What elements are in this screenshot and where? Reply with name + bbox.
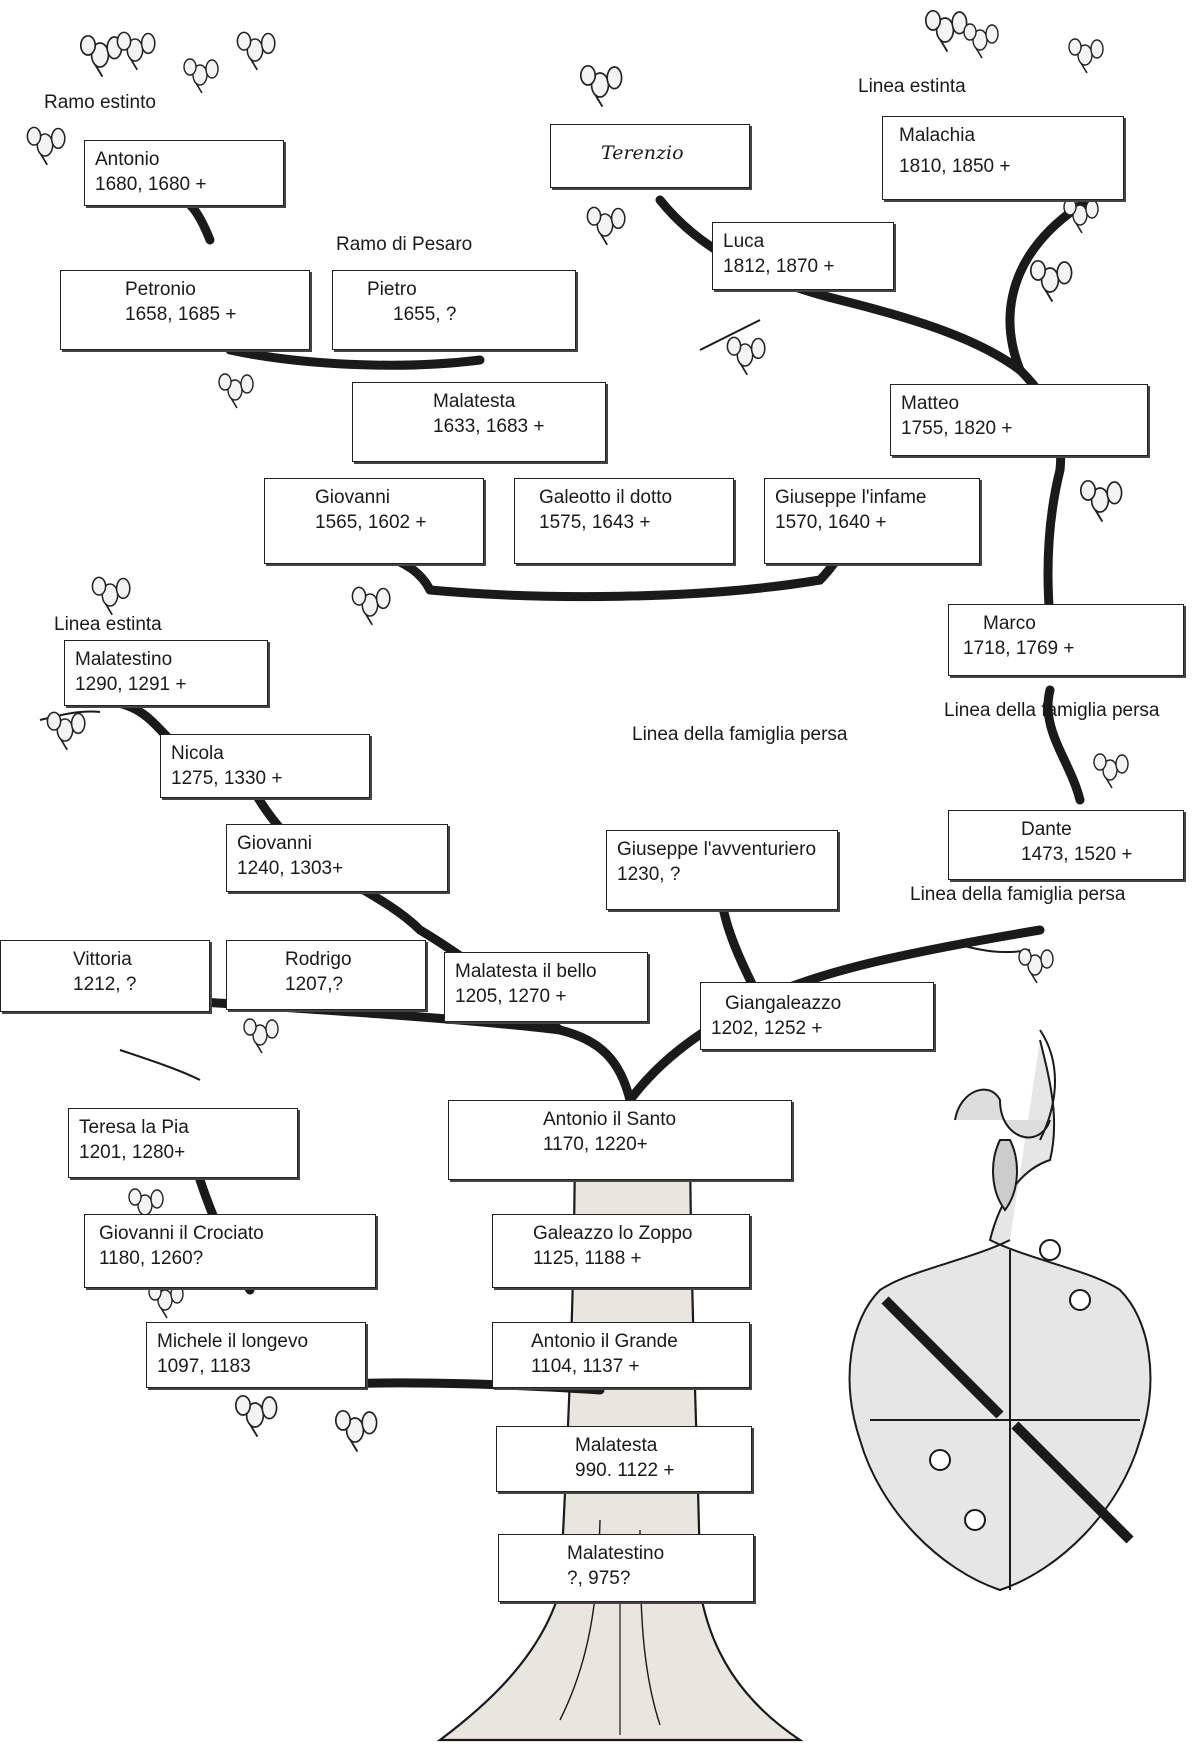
member-name: Galeotto il dotto: [539, 487, 673, 508]
member-name: Giangaleazzo: [725, 993, 842, 1014]
member-name: Nicola: [171, 743, 224, 764]
member-box-pietro: Pietro 1655, ?: [332, 270, 576, 350]
label-linea-persa-3: Linea della famiglia persa: [910, 884, 1126, 905]
member-dates: 1473, 1520 +: [1021, 844, 1133, 865]
member-name: Giovanni: [315, 487, 390, 508]
label-linea-persa-2: Linea della famiglia persa: [632, 724, 848, 745]
member-name: Antonio: [95, 149, 160, 170]
member-name: Terenzio: [601, 142, 684, 164]
member-box-galeotto: Galeotto il dotto 1575, 1643 +: [514, 478, 734, 564]
member-box-antonio: Antonio 1680, 1680 +: [84, 140, 284, 206]
member-dates: 1170, 1220+: [543, 1134, 648, 1155]
member-box-malatesta-1633: Malatesta 1633, 1683 +: [352, 382, 606, 462]
member-name: Michele il longevo: [157, 1331, 309, 1352]
member-dates: 1655, ?: [393, 304, 457, 325]
member-dates: 1097, 1183: [157, 1356, 251, 1377]
member-dates: 1240, 1303+: [237, 858, 344, 879]
member-box-matteo: Matteo 1755, 1820 +: [890, 384, 1148, 456]
member-dates: 1810, 1850 +: [899, 156, 1011, 177]
member-dates: 1180, 1260?: [99, 1248, 204, 1269]
member-dates: 1212, ?: [73, 974, 137, 995]
label-ramo-estinto: Ramo estinto: [44, 92, 156, 113]
member-name: Giuseppe l'infame: [775, 487, 927, 508]
coat-of-arms: [848, 1029, 1152, 1592]
member-dates: 1125, 1188 +: [533, 1248, 642, 1269]
member-dates: 1104, 1137 +: [531, 1356, 640, 1377]
member-name: Giovanni: [237, 833, 312, 854]
member-name: Vittoria: [73, 949, 132, 970]
member-name: Pietro: [367, 279, 417, 300]
member-box-malachia: Malachia 1810, 1850 +: [882, 116, 1124, 200]
member-dates: 1570, 1640 +: [775, 512, 887, 533]
member-name: Antonio il Santo: [543, 1109, 677, 1130]
member-box-antonio-grande: Antonio il Grande 1104, 1137 +: [492, 1322, 750, 1388]
member-name: Malatesta: [433, 391, 516, 412]
member-box-giuseppe-infame: Giuseppe l'infame 1570, 1640 +: [764, 478, 980, 564]
member-name: Matteo: [901, 393, 960, 414]
member-box-malatestino-root: Malatestino ?, 975?: [498, 1534, 754, 1602]
label-ramo-di-pesaro: Ramo di Pesaro: [336, 234, 473, 255]
member-box-nicola: Nicola 1275, 1330 +: [160, 734, 370, 798]
member-box-giovanni-crociato: Giovanni il Crociato 1180, 1260?: [84, 1214, 376, 1288]
member-name: Giuseppe l'avventuriero 1230, ?: [617, 839, 817, 885]
member-name: Dante: [1021, 819, 1072, 840]
member-dates: 1658, 1685 +: [125, 304, 237, 325]
member-dates: 1755, 1820 +: [901, 418, 1013, 439]
member-box-dante: Dante 1473, 1520 +: [948, 810, 1184, 880]
member-dates: 1633, 1683 +: [433, 416, 545, 437]
member-box-rodrigo: Rodrigo 1207,?: [226, 940, 426, 1010]
member-dates: 1812, 1870 +: [723, 256, 835, 277]
member-name: Malatesta il bello: [455, 961, 597, 982]
member-box-malatestino-1290: Malatestino 1290, 1291 +: [64, 640, 268, 706]
member-name: Malachia: [899, 125, 976, 146]
member-box-luca: Luca 1812, 1870 +: [712, 222, 894, 290]
member-name: Malatestino: [75, 649, 173, 670]
member-box-teresa: Teresa la Pia 1201, 1280+: [68, 1108, 298, 1178]
member-name: Teresa la Pia: [79, 1117, 189, 1138]
label-linea-estinta-top: Linea estinta: [858, 76, 966, 97]
member-box-marco: Marco 1718, 1769 +: [948, 604, 1184, 676]
member-name: Malatesta: [575, 1435, 658, 1456]
member-box-malatesta-990: Malatesta 990. 1122 +: [496, 1426, 752, 1492]
member-dates: 1202, 1252 +: [711, 1018, 823, 1039]
member-box-terenzio: Terenzio: [550, 124, 750, 188]
member-name: Antonio il Grande: [531, 1331, 678, 1352]
member-name: Luca: [723, 231, 765, 252]
member-dates: ?, 975?: [567, 1568, 631, 1589]
member-dates: 1290, 1291 +: [75, 674, 187, 695]
member-name: Giovanni il Crociato: [99, 1223, 264, 1244]
member-dates: 1680, 1680 +: [95, 174, 207, 195]
member-box-vittoria: Vittoria 1212, ?: [0, 940, 210, 1012]
member-name: Galeazzo lo Zoppo: [533, 1223, 693, 1244]
member-dates: 1207,?: [285, 974, 344, 995]
member-name: Rodrigo: [285, 949, 352, 970]
member-box-giuseppe-avventuriero: Giuseppe l'avventuriero 1230, ?: [606, 830, 838, 910]
member-box-michele: Michele il longevo 1097, 1183: [146, 1322, 366, 1388]
member-box-antonio-santo: Antonio il Santo 1170, 1220+: [448, 1100, 792, 1180]
member-name: Marco: [983, 613, 1036, 634]
member-dates: 1205, 1270 +: [455, 986, 567, 1007]
member-box-giangaleazzo: Giangaleazzo 1202, 1252 +: [700, 982, 934, 1050]
member-box-giovanni-1240: Giovanni 1240, 1303+: [226, 824, 448, 892]
label-linea-estinta-left: Linea estinta: [54, 614, 162, 635]
member-box-galeazzo: Galeazzo lo Zoppo 1125, 1188 +: [492, 1214, 750, 1288]
member-dates: 990. 1122 +: [575, 1460, 675, 1481]
label-linea-persa-1: Linea della famiglia persa: [944, 700, 1160, 721]
member-dates: 1718, 1769 +: [963, 638, 1075, 659]
member-dates: 1575, 1643 +: [539, 512, 651, 533]
member-dates: 1275, 1330 +: [171, 768, 283, 789]
member-box-petronio: Petronio 1658, 1685 +: [60, 270, 310, 350]
member-box-giovanni-1565: Giovanni 1565, 1602 +: [264, 478, 484, 564]
member-box-malatesta-bello: Malatesta il bello 1205, 1270 +: [444, 952, 648, 1022]
member-name: Malatestino: [567, 1543, 665, 1564]
member-dates: 1565, 1602 +: [315, 512, 427, 533]
member-name: Petronio: [125, 279, 196, 300]
member-dates: 1201, 1280+: [79, 1142, 186, 1163]
